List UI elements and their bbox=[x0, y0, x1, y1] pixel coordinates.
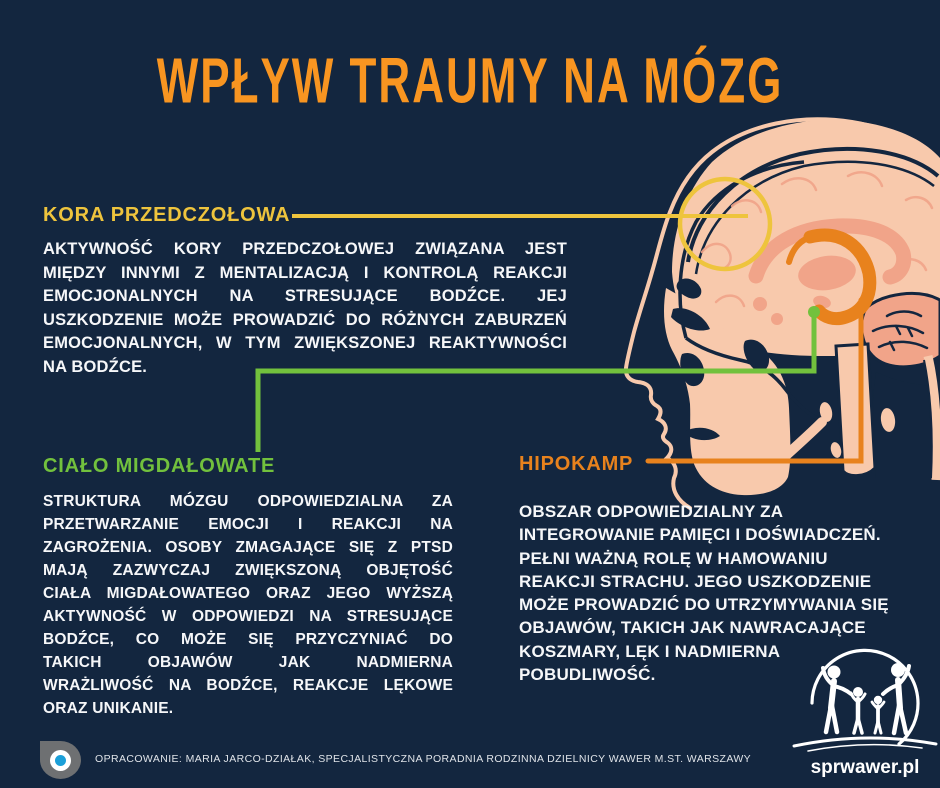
text-line: EMOCJONALNYCH, W TYM ZWIĘKSZONEJ REAKTYW… bbox=[43, 334, 567, 352]
page-title: WPŁYW TRAUMY NA MÓZG bbox=[156, 46, 784, 118]
corpus-callosum bbox=[748, 218, 912, 285]
text-line: INTEGROWANIE PAMIĘCI I DOŚWIADCZEŃ. bbox=[519, 525, 881, 545]
text-line: WRAŻLIWOŚĆ NA BODŹCE, REAKCJE LĘKOWE bbox=[43, 677, 453, 694]
skull-inner-line bbox=[686, 146, 940, 263]
text-line: OBJAWÓW, TAKICH JAK NAWRACAJĄCE bbox=[519, 618, 866, 638]
skull-inner-line-2 bbox=[694, 160, 935, 275]
amygdala-connector-line bbox=[255, 313, 817, 452]
sprwawer-logo: sprwawer.pl bbox=[790, 645, 940, 780]
cerebellum-branches bbox=[871, 310, 929, 352]
text-line: CIAŁA MIGDAŁOWATEGO ORAZ JEGO WYŻSZĄ bbox=[43, 585, 453, 602]
prefrontal-body: AKTYWNOŚĆ KORY PRZEDCZOŁOWEJ ZWIĄZANA JE… bbox=[43, 238, 567, 379]
text-line: MIĘDZY INNYMI Z MENTALIZACJĄ I KONTROLĄ … bbox=[43, 263, 567, 282]
thalamus bbox=[798, 255, 856, 291]
brainstem bbox=[834, 342, 877, 477]
vertebrae bbox=[819, 402, 896, 458]
text-line: STRUKTURA MÓZGU ODPOWIEDZIALNA ZA bbox=[43, 493, 453, 510]
text-line: PEŁNI WAŻNĄ ROLĘ W HAMOWANIU bbox=[519, 548, 828, 568]
brain-front-outline bbox=[678, 160, 805, 339]
mammillary-body bbox=[771, 313, 783, 325]
facial-cavities bbox=[671, 278, 770, 441]
palate-line bbox=[767, 417, 827, 473]
text-line: TAKICH OBJAWÓW JAK NADMIERNA bbox=[43, 654, 453, 671]
text-line: ORAZ UNIKANIE. bbox=[43, 700, 174, 717]
cheek-jaw-fill bbox=[664, 288, 791, 496]
text-line: MOŻE PROWADZIĆ DO UTRZYMYWANIA SIĘ bbox=[519, 595, 889, 615]
hippocampus-highlight bbox=[803, 228, 877, 326]
text-line: POBUDLIWOŚĆ. bbox=[519, 665, 656, 685]
text-line: KOSZMARY, LĘK I NADMIERNA bbox=[519, 641, 781, 661]
prefrontal-heading: KORA PRZEDCZOŁOWA bbox=[43, 204, 291, 226]
hippocampus-connector-line bbox=[645, 297, 864, 464]
logo-text: sprwawer.pl bbox=[811, 757, 920, 778]
text-line: AKTYWNOŚĆ KORY PRZEDCZOŁOWEJ ZWIĄZANA JE… bbox=[43, 240, 567, 258]
watermark-dot bbox=[55, 754, 66, 766]
neck-band bbox=[923, 355, 940, 481]
watermark-icon bbox=[40, 741, 81, 779]
text-line: ZAGROŻENIA. OSOBY ZMAGAJĄCE SIĘ Z PTSD bbox=[43, 539, 453, 556]
family-under-arc-icon: sprwawer.pl bbox=[792, 648, 938, 778]
text-line: EMOCJONALNYCH NA STRESUJĄCE BODŹCE. JEJ bbox=[43, 287, 567, 305]
text-line: PRZETWARZANIE EMOCJI I REAKCJI NA bbox=[43, 516, 453, 533]
text-line: OBSZAR ODPOWIEDZIALNY ZA bbox=[519, 502, 784, 521]
amygdala-body: STRUKTURA MÓZGU ODPOWIEDZIALNA ZA PRZETWA… bbox=[43, 490, 453, 720]
skull-base-shadow bbox=[872, 372, 940, 478]
text-line: REAKCJI STRACHU. JEGO USZKODZENIE bbox=[519, 571, 872, 591]
amygdala-heading: CIAŁO MIGDAŁOWATE bbox=[43, 455, 276, 477]
neck-band-line bbox=[923, 359, 933, 479]
text-line: BODŹCE, CO MOŻE SIĘ PRZYCZYNIAĆ DO bbox=[43, 631, 453, 648]
hippocampus-heading: HIPOKAMP bbox=[519, 453, 634, 475]
amygdala-marker-dot bbox=[808, 306, 820, 318]
text-line: USZKODZENIE MOŻE PROWADZIĆ DO RÓŻNYCH ZA… bbox=[43, 310, 567, 329]
hypothalamus bbox=[753, 297, 767, 311]
prefrontal-highlight-circle bbox=[677, 176, 773, 272]
watermark-ring bbox=[50, 749, 71, 771]
text-line: AKTYWNOŚĆ W ODPOWIEDZI NA STRESUJĄCE bbox=[43, 608, 453, 625]
text-line: MAJĄ ZAZWYCZAJ ZWIĘKSZONĄ OBJĘTOŚĆ bbox=[43, 562, 453, 579]
hippocampus-body: OBSZAR ODPOWIEDZIALNY ZA INTEGROWANIE PAM… bbox=[519, 500, 899, 686]
credit-text: OPRACOWANIE: MARIA JARCO-DZIAŁAK, SPECJA… bbox=[95, 753, 752, 765]
text-line: NA BODŹCE. bbox=[43, 357, 148, 376]
head-profile-outline bbox=[623, 117, 940, 510]
